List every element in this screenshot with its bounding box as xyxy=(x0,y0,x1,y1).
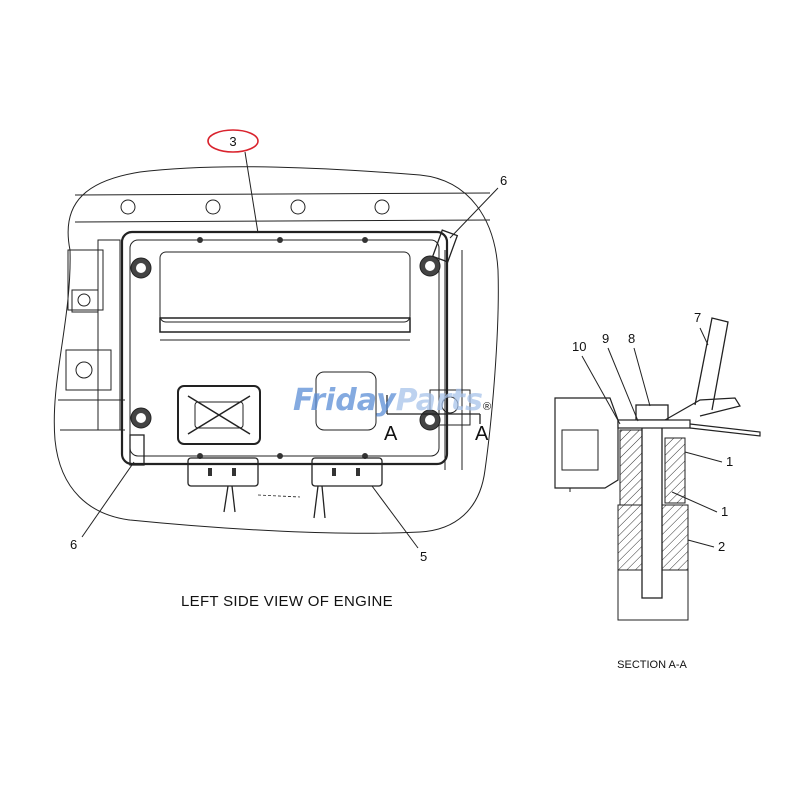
engine-right-details xyxy=(429,250,471,470)
isolator-left xyxy=(619,429,643,506)
callout-6-top: 6 xyxy=(500,173,507,188)
callout-10: 10 xyxy=(572,339,586,354)
top-bolt-row xyxy=(120,199,390,215)
section-mark-left: A xyxy=(384,423,398,445)
callout-1-lower: 1 xyxy=(721,504,728,519)
ecm-connectors xyxy=(187,457,383,519)
callout-3-highlight xyxy=(207,129,259,153)
ground-clips xyxy=(129,229,459,466)
section-mark-right: A xyxy=(475,423,489,445)
watermark-right: Parts xyxy=(396,383,483,418)
ecm-mounting-studs xyxy=(130,255,441,431)
watermark-logo: FridayParts® xyxy=(293,383,491,418)
ecm-module xyxy=(120,230,449,466)
main-view-caption: LEFT SIDE VIEW OF ENGINE xyxy=(181,593,393,610)
callout-3: 3 xyxy=(229,134,236,149)
callout-2: 2 xyxy=(718,539,725,554)
section-cut-marker: A A xyxy=(384,395,489,445)
engine-outline xyxy=(53,166,499,534)
washer xyxy=(617,419,691,429)
section-a-a-view: 7 8 9 10 1 1 2 SECTION A-A xyxy=(554,310,761,671)
isolator-right xyxy=(664,437,686,504)
watermark-registered-mark: ® xyxy=(483,401,491,413)
callout-9: 9 xyxy=(602,331,609,346)
callout-1-upper: 1 xyxy=(726,454,733,469)
engine-side-view: A A 3 6 6 5 FridayParts® LEFT SIDE VIEW … xyxy=(53,129,507,610)
engine-left-details xyxy=(58,239,125,431)
ground-strap xyxy=(694,317,729,411)
mounting-bolt xyxy=(641,419,663,599)
callout-7: 7 xyxy=(694,310,701,325)
section-bracket xyxy=(554,397,619,489)
callout-8: 8 xyxy=(628,331,635,346)
watermark-left: Friday xyxy=(293,383,397,418)
bolt-head xyxy=(635,404,669,421)
callout-6-bottom: 6 xyxy=(70,537,77,552)
callout-5: 5 xyxy=(420,549,427,564)
section-view-caption: SECTION A-A xyxy=(617,659,687,671)
